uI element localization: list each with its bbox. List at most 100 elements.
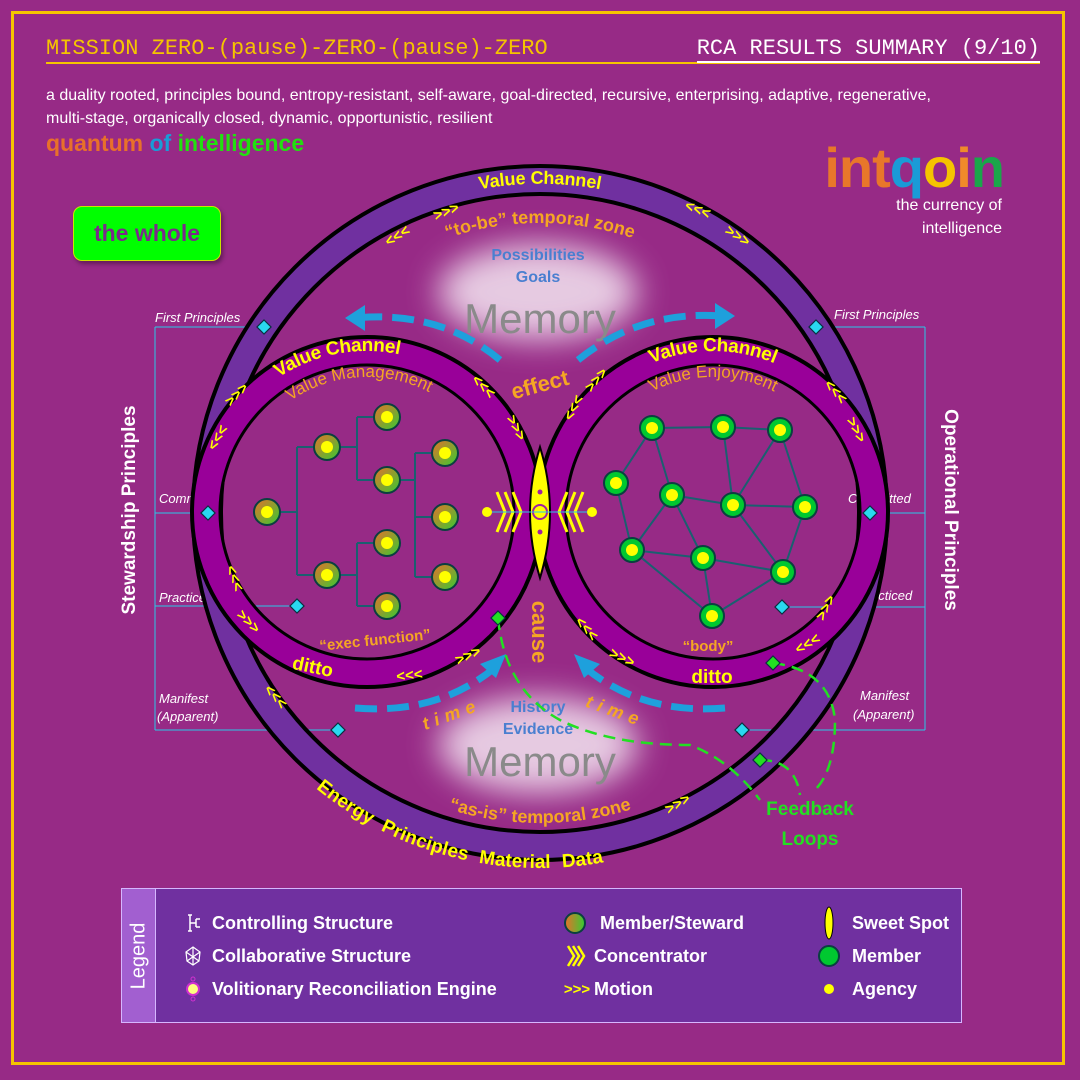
- agency-dot: [381, 474, 393, 486]
- stewardship-principles-label: Stewardship Principles: [119, 405, 140, 614]
- sweet-spot-icon: [816, 906, 842, 940]
- time-arrowheads: [345, 303, 735, 678]
- agency-dot-right: [587, 507, 597, 517]
- tree-connector: [327, 416, 387, 607]
- agency-dot: [777, 566, 789, 578]
- gold-frame: [11, 11, 1065, 1065]
- legend-item: Agency: [816, 976, 917, 1002]
- agency-icon: [816, 976, 842, 1002]
- loops-label: Loops: [782, 829, 839, 850]
- legend-item: Member: [816, 943, 921, 969]
- legend-label: Motion: [594, 978, 653, 999]
- of-word: of: [149, 130, 172, 156]
- agency-dot: [666, 489, 678, 501]
- legend-label: Concentrator: [594, 945, 708, 966]
- operational-principles-label: Operational Principles: [940, 409, 961, 611]
- controlling-structure-icon: [180, 910, 206, 936]
- motion-icon: >>>: [563, 980, 591, 998]
- header: MISSION ZERO-(pause)-ZERO-(pause)-ZERO R…: [46, 36, 1040, 64]
- agency-dot: [646, 422, 658, 434]
- principle-markers: [200, 319, 878, 768]
- legend-label: Agency: [852, 978, 918, 999]
- legend-title: Legend: [122, 889, 156, 1022]
- network-link: [722, 426, 734, 506]
- legend-label: Collaborative Structure: [212, 945, 412, 966]
- description: a duality rooted, principles bound, entr…: [46, 87, 931, 127]
- memory-watermark-bottom: Memory: [464, 738, 616, 785]
- intqoin-logo: intqoin: [824, 136, 1005, 199]
- time-arrow-bottom-right: [579, 662, 726, 713]
- legend: Legend Controlling Structure Collaborati…: [121, 888, 962, 1023]
- time-arrows: [354, 311, 726, 713]
- legend-item: Collaborative Structure: [180, 943, 411, 969]
- collaborative-structure-icon: [180, 943, 206, 969]
- memory-cloud-bottom: [438, 697, 638, 793]
- network-link: [732, 504, 784, 573]
- manifest-right: Manifest: [860, 688, 911, 703]
- quantum-word: quantum: [46, 130, 144, 156]
- agency-dot: [774, 424, 786, 436]
- agency-dot: [381, 600, 393, 612]
- feedback-label: Feedback: [766, 799, 854, 820]
- member-icon: [816, 943, 842, 969]
- time-arrow-top-right: [575, 311, 723, 363]
- network-link: [711, 571, 784, 617]
- manifest-left: Manifest: [159, 691, 210, 706]
- tagline-line2: intelligence: [921, 220, 1002, 237]
- tagline-line1: the currency of: [896, 197, 1002, 214]
- the-whole-button[interactable]: the whole: [73, 206, 221, 261]
- member-steward-icon: [562, 910, 588, 936]
- principle-diamond-marker: [490, 610, 506, 626]
- history-label: History: [510, 699, 565, 716]
- principle-diamond-marker: [330, 722, 346, 738]
- rca-title: RCA RESULTS SUMMARY (9/10): [696, 36, 1040, 63]
- body-caption: “body”: [683, 638, 734, 655]
- agency-dot: [261, 506, 273, 518]
- legend-item: Volitionary Reconciliation Engine: [180, 976, 497, 1002]
- logo-tagline: the currency of intelligence: [896, 194, 1002, 240]
- principle-diamond-marker: [774, 599, 790, 615]
- agency-dot: [381, 537, 393, 549]
- legend-label: Sweet Spot: [852, 912, 950, 933]
- network-link: [779, 429, 806, 508]
- apparent-right: (Apparent): [853, 707, 914, 722]
- principle-diamond-marker: [734, 722, 750, 738]
- motion-arrow: <<<: [396, 666, 424, 686]
- agency-dot: [706, 610, 718, 622]
- principle-diamond-marker: [765, 655, 781, 671]
- controlling-structure-tree: [253, 403, 459, 620]
- agency-dot: [717, 421, 729, 433]
- legend-item: Sweet Spot: [816, 906, 949, 940]
- intelligence-word: intelligence: [177, 130, 305, 156]
- effect-label: effect: [508, 365, 572, 405]
- as-is-zone-label: “as-is” temporal zone: [447, 794, 633, 827]
- legend-item: Member/Steward: [562, 910, 744, 936]
- apparent-left: (Apparent): [157, 709, 218, 724]
- logo-letter: n: [970, 136, 1005, 199]
- agency-dot: [439, 511, 451, 523]
- tree-connector: [267, 446, 327, 576]
- collaborative-structure-network: [603, 414, 818, 629]
- stewardship-annotations: [154, 326, 926, 731]
- cause-label: cause: [527, 601, 552, 663]
- agency-dot-left: [482, 507, 492, 517]
- legend-label: Volitionary Reconciliation Engine: [212, 978, 497, 999]
- legend-label: Member/Steward: [600, 912, 745, 933]
- principle-diamond-marker: [862, 505, 878, 521]
- network-link: [702, 557, 784, 573]
- logo-letter: o: [923, 136, 957, 199]
- memory-cloud-top: [438, 244, 638, 340]
- principle-diamond-marker: [752, 752, 768, 768]
- network-link: [631, 549, 713, 617]
- time-arrow-top-left: [354, 313, 503, 363]
- principle-diamond-marker: [200, 505, 216, 521]
- legend-item: Concentrator: [562, 943, 707, 969]
- agency-dot: [439, 571, 451, 583]
- principle-diamond-marker: [289, 598, 305, 614]
- agency-dot: [697, 552, 709, 564]
- legend-item: >>> Motion: [562, 976, 653, 1002]
- first-principles-right: First Principles: [834, 307, 920, 322]
- logo-letter: i: [824, 136, 840, 199]
